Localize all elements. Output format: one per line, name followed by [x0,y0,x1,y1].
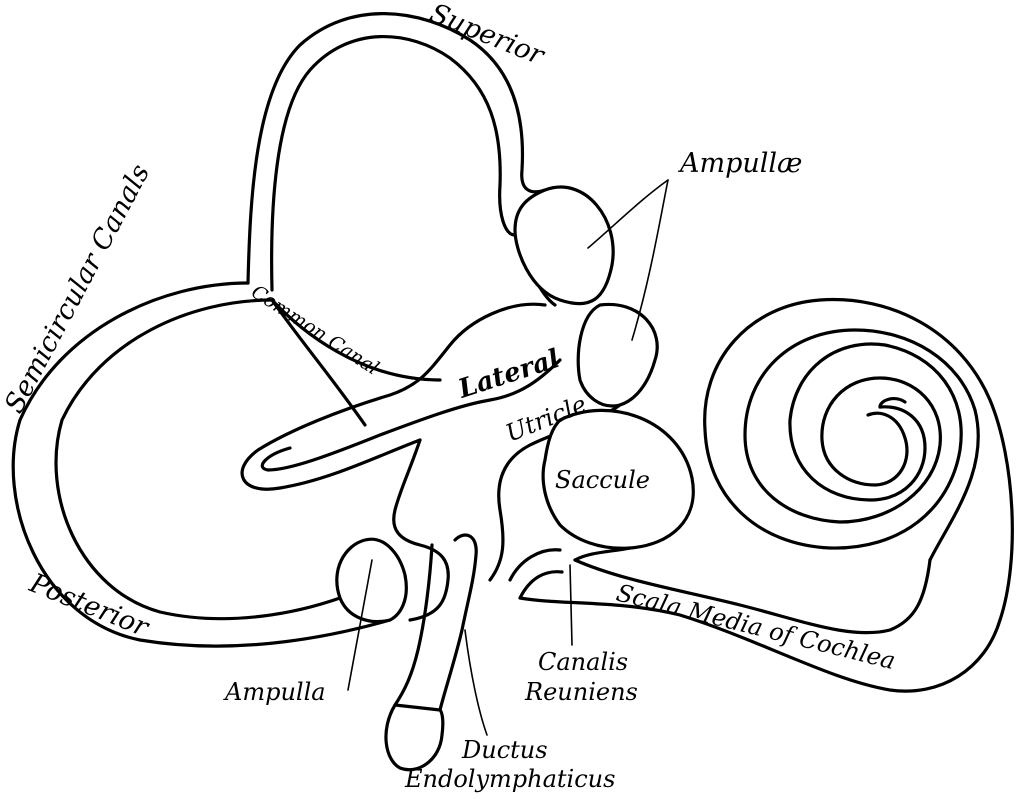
posterior-canal [11,281,392,648]
lateral-canal [240,302,562,491]
label-endolymphaticus: Endolymphaticus [404,765,615,793]
label-ductus: Ductus [461,736,548,764]
label-posterior: Posterior [24,567,154,644]
superior-canal [246,12,547,292]
lateral-ampulla [576,302,659,408]
scala-media-duct [518,558,1002,693]
label-superior: Superior [425,0,550,72]
label-ampulla: Ampulla [223,678,326,706]
cochlea-spiral [703,297,1014,622]
label-semicircular-canals: Semicircular Canals [0,159,156,418]
label-scala-media: Scala Media of Cochlea [614,579,899,675]
canalis-reuniens [508,546,632,600]
label-reuniens: Reuniens [524,678,638,706]
label-saccule: Saccule [555,466,650,494]
label-common-canal: Common Canal [247,281,382,380]
superior-ampulla [513,185,615,306]
ductus-endolymphaticus [384,533,478,772]
label-ampullae: Ampullæ [677,148,802,179]
label-canalis: Canalis [538,648,628,676]
posterior-ampulla [335,537,408,624]
leader-lines [347,179,669,736]
